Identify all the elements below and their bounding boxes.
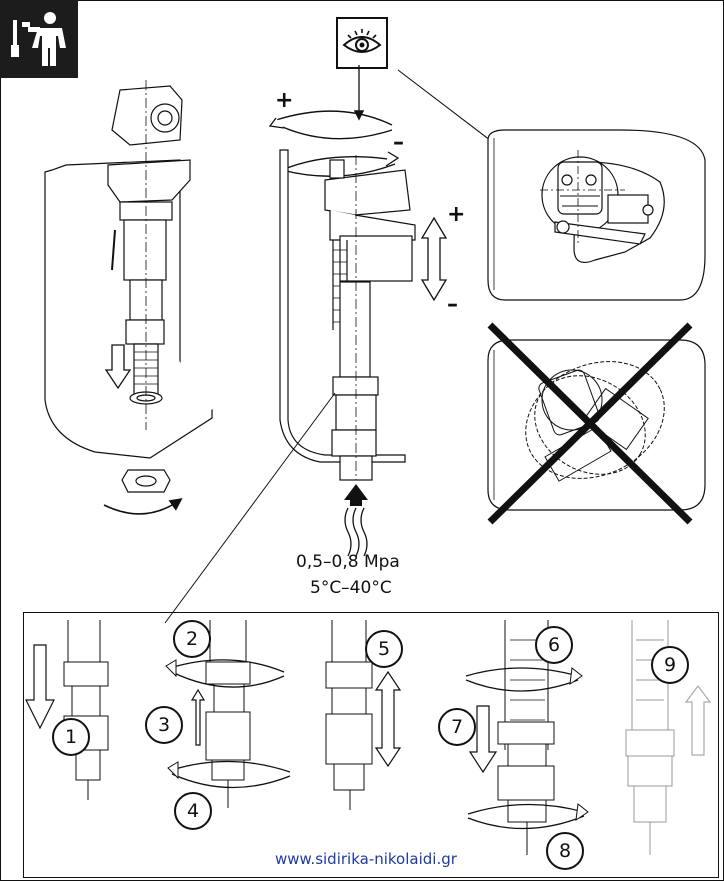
step-number-4: 4 [174,792,212,830]
plus-sign: + [275,88,294,113]
step-number-3: 3 [145,706,183,744]
step2-4-drawing [205,620,251,808]
step-number-7: 7 [438,708,476,746]
steps-panel [23,612,719,878]
left-valve-drawing [44,85,214,493]
step-number-8: 8 [546,832,584,870]
step-number-6: 6 [535,626,573,664]
step-number-2: 2 [173,620,211,658]
step9-drawing [625,620,675,855]
correct-detail-drawing [541,156,665,263]
minus-sign-height: – [447,292,458,317]
plus-sign-height: + [447,202,466,227]
website-link[interactable]: www.sidirika-nikolaidi.gr [275,850,457,868]
step-number-5: 5 [365,630,403,668]
temperature-spec: 5°C–40°C [310,578,392,598]
center-valve-drawing [279,149,416,481]
eye-icon [336,17,388,69]
step5-drawing [325,620,373,810]
step-number-9: 9 [651,646,689,684]
step6-8-drawing [497,620,555,855]
minus-sign: – [393,130,404,155]
step-number-1: 1 [52,718,90,756]
pressure-spec: 0,5–0,8 Mpa [296,552,400,572]
tools-person-icon [0,0,78,78]
